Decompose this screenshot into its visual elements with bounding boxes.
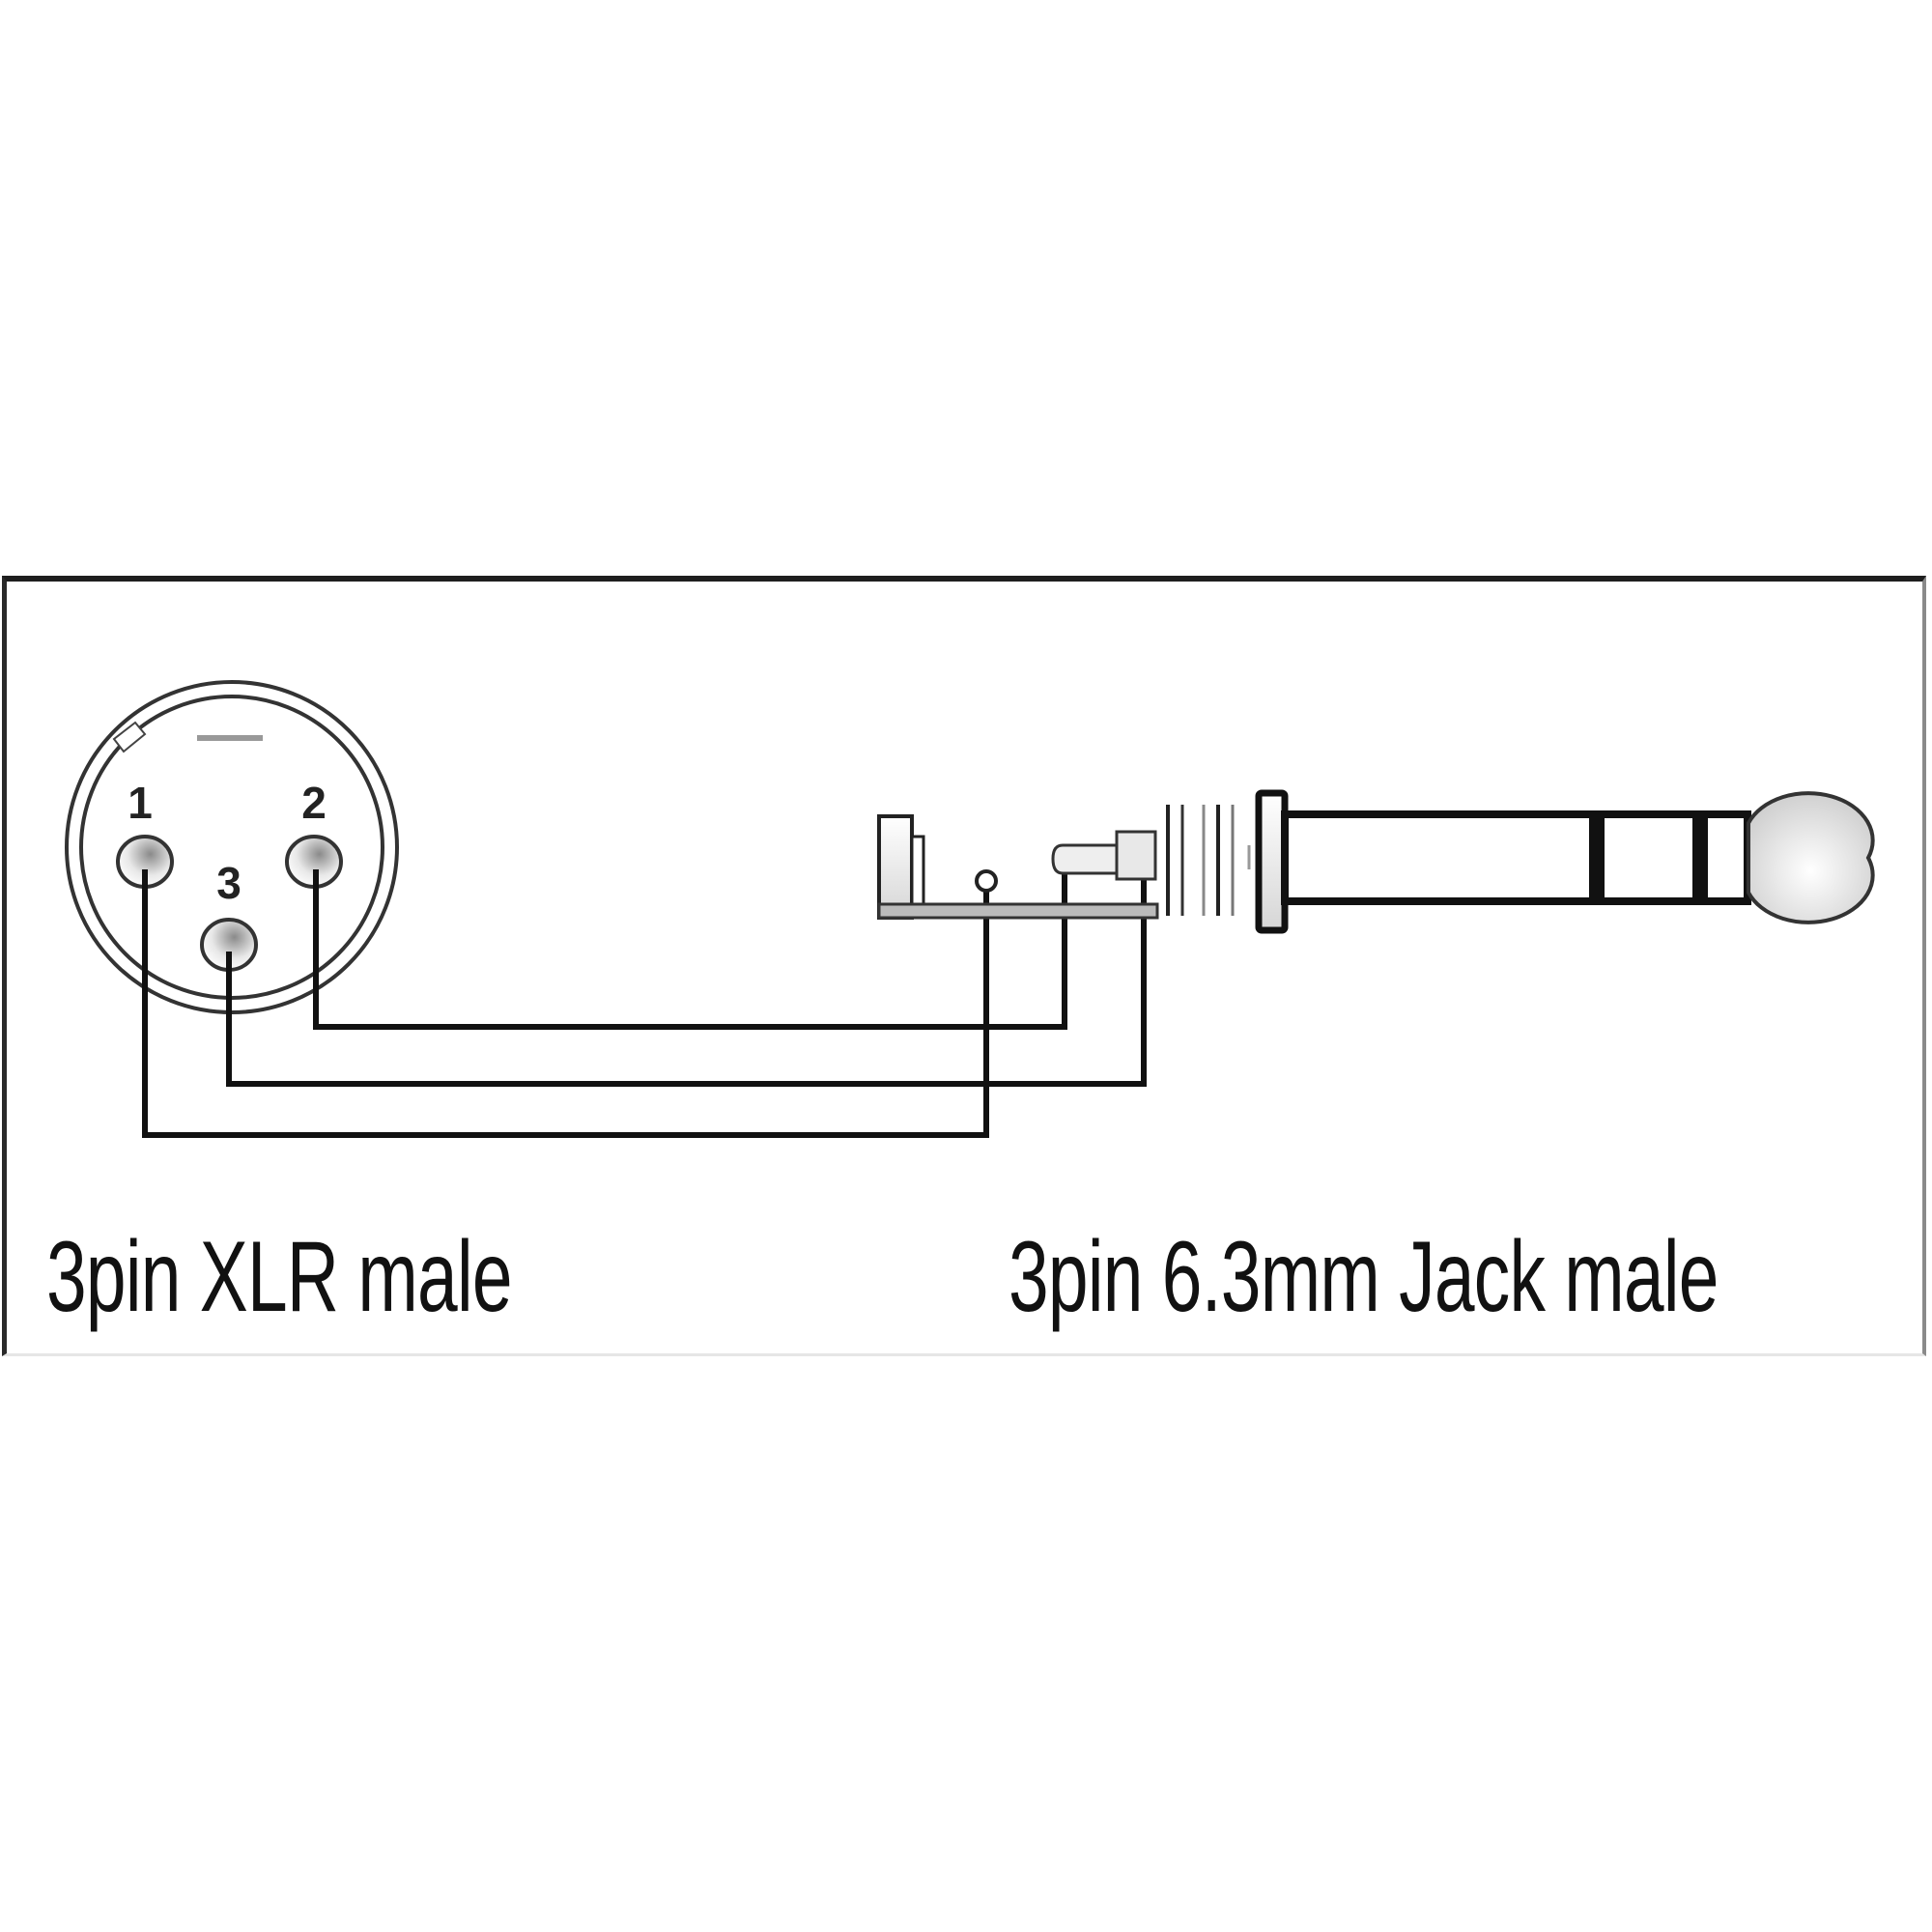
jack-label: 3pin 6.3mm Jack male [1009,1221,1719,1333]
pin-2-label: 2 [301,778,327,828]
pin-3-label: 3 [216,858,242,908]
wire-pin2-tip [313,866,1067,1030]
xlr-label: 3pin XLR male [46,1221,513,1333]
wire-pin1-sleeve [142,869,989,1138]
jack-terminals-icon [877,805,1251,920]
pin-1-label: 1 [128,778,153,828]
wires [142,860,1147,1138]
wire-pin3-ring [226,860,1147,1087]
jack-plug-icon [1255,789,1875,934]
